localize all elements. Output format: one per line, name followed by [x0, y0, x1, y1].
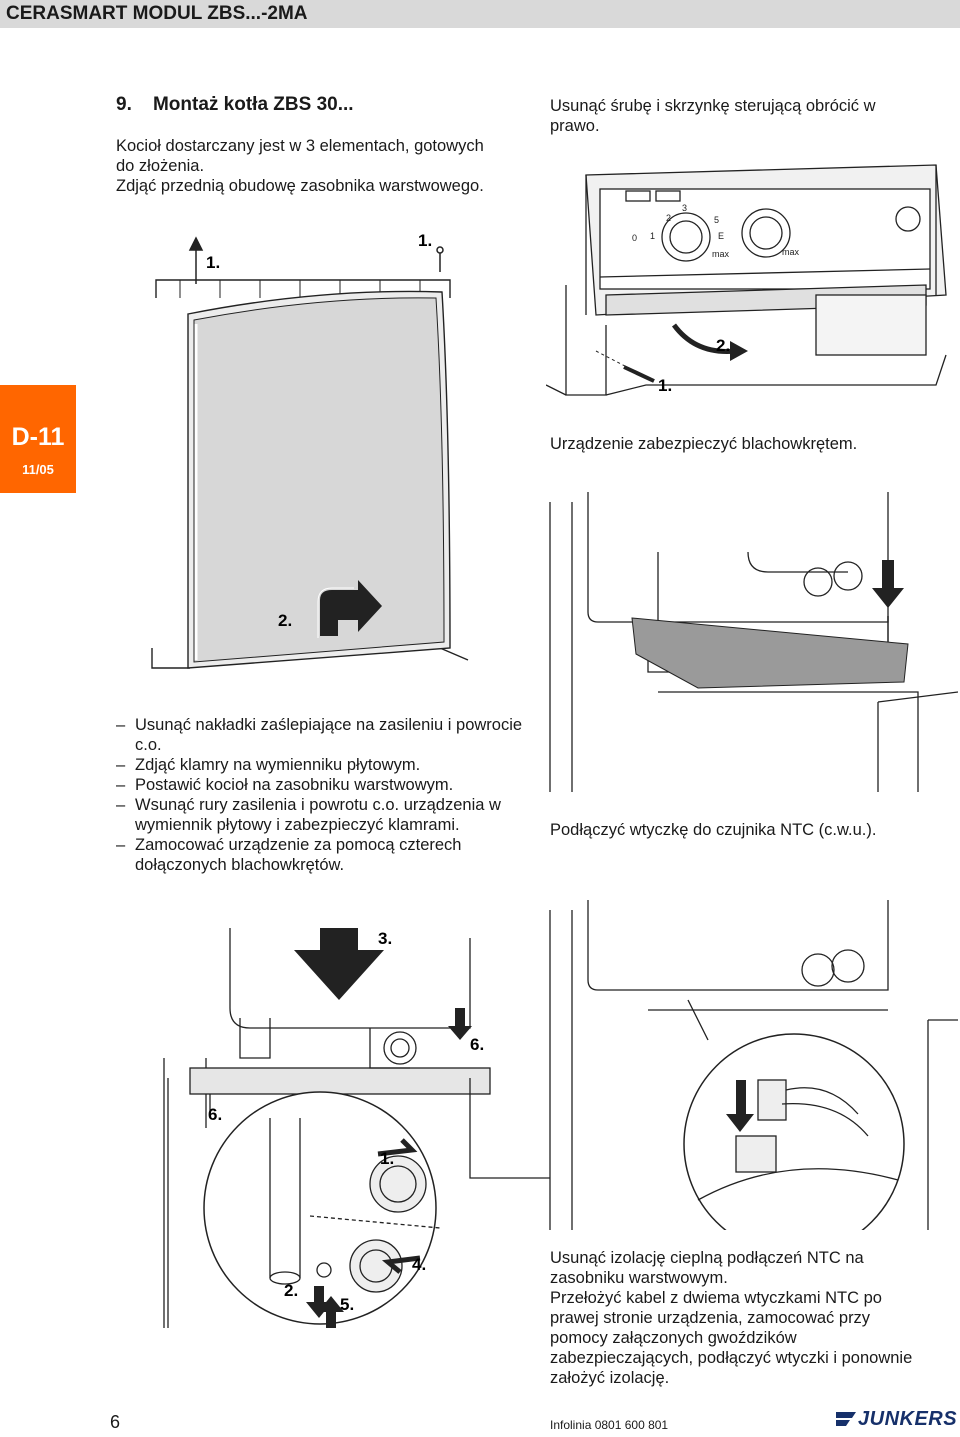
- figure-ntc-plug: [549, 900, 958, 1230]
- figure-secure-screw: [549, 492, 958, 792]
- text-line: Przełożyć kabel z dwiema wtyczkami NTC p…: [550, 1289, 882, 1307]
- label-step-5: 5.: [340, 1295, 354, 1314]
- text-line: prawo.: [550, 117, 600, 135]
- page-number: 6: [110, 1412, 121, 1432]
- remove-screw-text: Usunąć śrubę i skrzynkę sterującą obróci…: [550, 96, 876, 136]
- dial-label: E: [718, 231, 724, 241]
- dial-label: max: [782, 247, 800, 257]
- junkers-logo: JUNKERS: [834, 1406, 960, 1432]
- document-header: CERASMART MODUL ZBS...-2MA: [0, 0, 960, 28]
- text-line: zabezpieczających, podłączyć wtyczki i p…: [550, 1349, 913, 1367]
- installation-steps: Usunąć nakładki zaślepiające na zasileni…: [116, 715, 536, 875]
- text-line: założyć izolację.: [550, 1369, 670, 1387]
- step-item: Wsunąć rury zasilenia i powrotu c.o. urz…: [116, 795, 536, 835]
- label-step-1: 1.: [380, 1149, 394, 1168]
- dial-label: 5: [714, 215, 719, 225]
- step-item: Zdjąć klamry na wymienniku płytowym.: [116, 755, 536, 775]
- dial-label: 3: [682, 203, 687, 213]
- secure-text: Urządzenie zabezpieczyć blachowkrętem.: [550, 435, 858, 453]
- dial-label: max: [712, 249, 730, 259]
- figure-pipe-connection: 3. 6. 6. 1. 2. 5. 4.: [163, 928, 550, 1328]
- text-line: Usunąć izolację cieplną podłączeń NTC na: [550, 1249, 864, 1267]
- intro-line: Zdjąć przednią obudowę zasobnika warstwo…: [116, 177, 484, 195]
- tab-date: 11/05: [22, 462, 54, 477]
- section-intro: Kocioł dostarczany jest w 3 elementach, …: [116, 136, 484, 196]
- figure-front-cover-removal: 1. 1. 2.: [151, 231, 469, 669]
- label-step-6-right: 6.: [470, 1035, 484, 1054]
- label-step-1: 1.: [658, 376, 672, 395]
- label-step-2: 2.: [278, 611, 292, 630]
- text-line: zasobniku warstwowym.: [550, 1269, 728, 1287]
- label-step-6-left: 6.: [208, 1105, 222, 1124]
- brand-logo-icon: [836, 1412, 856, 1426]
- text-line: prawej stronie urządzenia, zamocować prz…: [550, 1309, 871, 1327]
- intro-line: Kocioł dostarczany jest w 3 elementach, …: [116, 137, 484, 155]
- dial-label: 2: [666, 213, 671, 223]
- figure-control-box: 0 1 2 3 5 E max max 2. 1.: [546, 164, 947, 396]
- label-step-2: 2.: [716, 336, 730, 355]
- step-item: Usunąć nakładki zaślepiające na zasileni…: [116, 715, 536, 755]
- tab-code: D-11: [11, 423, 65, 451]
- dial-label: 1: [650, 231, 655, 241]
- label-step-2: 2.: [284, 1281, 298, 1300]
- text-line: Usunąć śrubę i skrzynkę sterującą obróci…: [550, 97, 876, 115]
- step-item: Zamocować urządzenie za pomocą czterech …: [116, 835, 536, 875]
- final-steps-text: Usunąć izolację cieplną podłączeń NTC na…: [550, 1248, 912, 1388]
- label-step-4: 4.: [412, 1255, 426, 1274]
- label-step-1-right: 1.: [418, 231, 432, 250]
- brand-name: JUNKERS: [858, 1408, 958, 1430]
- intro-line: do złożenia.: [116, 157, 205, 175]
- label-step-1-left: 1.: [206, 253, 220, 272]
- hotline-text: Infolinia 0801 600 801: [550, 1418, 669, 1432]
- label-step-3: 3.: [378, 929, 392, 948]
- section-tab: D-11 11/05: [0, 385, 76, 493]
- step-item: Postawić kocioł na zasobniku warstwowym.: [116, 775, 536, 795]
- dial-label: 0: [632, 233, 637, 243]
- section-title: 9. Montaż kotła ZBS 30...: [116, 94, 354, 115]
- text-line: pomocy załączonych gwoździków: [550, 1329, 797, 1347]
- connect-ntc-text: Podłączyć wtyczkę do czujnika NTC (c.w.u…: [550, 821, 877, 839]
